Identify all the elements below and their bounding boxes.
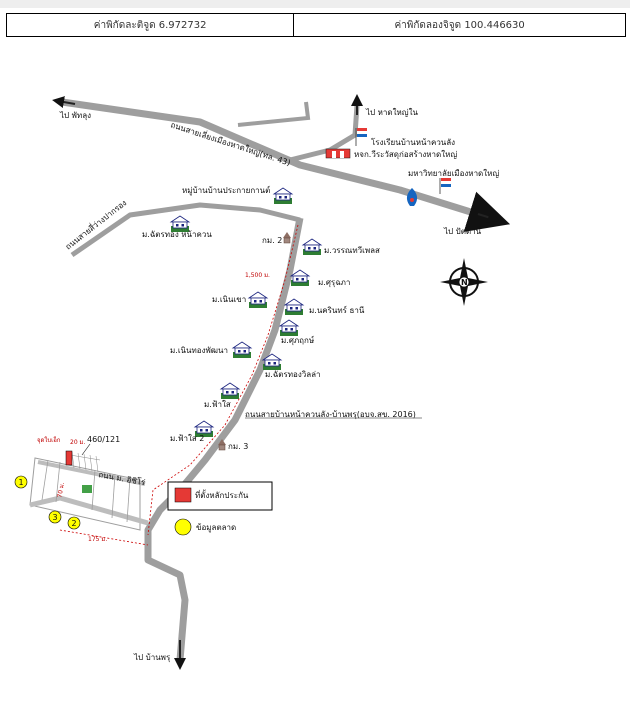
starting-point-label: จุดใบเอ็ก [37,435,61,444]
pattani-label: ไป ปัตตานี [443,227,482,236]
compass-north-label: N [461,278,468,287]
location-map: 1,500 ม. 20 ม. 70 ม. จุดใบเอ็ก 460/121 1… [14,94,511,670]
distance-line-1500 [147,224,299,536]
school2-label: หจก.วีระวัสดุก่อสร้างหาดใหญ่ [354,150,457,159]
main-bypass-road [61,98,511,232]
side-road-north [237,101,311,127]
university-flag-icon [439,178,451,194]
distance-20-label: 20 ม. [70,439,85,446]
top-bar [0,0,630,8]
school-label: โรงเรียนบ้านหน้าควนลัง [371,137,455,147]
km2-label: กม. 2 [262,236,282,245]
university-emblem-icon [406,188,418,206]
village-9-label: ม.ฟ้าใส [204,400,231,409]
soi-cross-4 [111,473,116,519]
village-9-icon [220,382,240,400]
village-center-icon [273,187,293,205]
soi-cross-3 [91,469,96,511]
plot-number-leader [81,443,91,456]
village-6-label: ม.ศุภฤกษ์ [281,335,314,345]
market-marker-2-label: 2 [72,519,77,528]
hatyai-nai-road [289,104,360,163]
village-8-label: ม.ฉัตรทองวิลล่า [265,370,321,379]
legend-collateral-label: ที่ตั้งหลักประกัน [195,489,249,500]
university-label: มหาวิทยาลัยเมืองหาดใหญ่ [408,169,499,178]
school-flag-icon [355,128,367,146]
village-4-label: ม.เนินเขา [212,295,246,304]
pattani-arrow [477,211,500,223]
village-2-icon [302,238,322,256]
village-7-label: ม.เนินทองพัฒนา [170,346,228,355]
market-marker-3-label: 3 [53,513,58,522]
plot-number-label: 460/121 [87,435,120,444]
market-marker-1-label: 1 [19,478,24,487]
legend-box [167,481,273,511]
village-2-label: ม.วรรณทวีเพลส [324,246,380,255]
village-1-label: ม.ฉัตรทอง หน้าควน [142,230,212,239]
soi-cross-2 [55,461,61,503]
ban-phru-label: ไป บ้านพรุ [133,653,171,662]
hatyai-nai-label: ไป หาดใหญ่ใน [365,108,419,117]
soi-road [29,495,149,526]
market-marker-2 [67,516,81,530]
market-marker-1 [14,475,28,489]
khlong-road [70,202,301,258]
distance-1500-label: 1,500 ม. [245,272,270,279]
latitude-cell: ค่าพิกัดละติจูด 6.972732 [5,13,295,37]
village-center-label: หมู่บ้านบ้านประกายกานต์ [182,185,270,196]
coordinate-table: ค่าพิกัดละติจูด 6.972732 ค่าพิกัดลองจิจู… [5,13,626,37]
village-6-icon [279,319,299,337]
school-building-icon [325,148,351,159]
plot-grid [69,451,101,473]
village-5-icon [284,298,304,316]
ban-rai-road-label: ถนนสายบ้านหน้าควนลัง-บ้านพรุ(อบจ.สข. 201… [245,410,416,419]
distance-70-label: 70 ม. [56,482,66,498]
km2-shrine-icon [282,231,292,244]
phatthalung-label: ไป พัทลุง [59,111,91,120]
village-10-label: ม.ฟ้าใส 2 [170,434,204,443]
village-5-label: ม.นครินทร์ ธานี [309,305,365,315]
market-marker-3 [48,510,62,524]
phatthalung-arrow [52,96,76,108]
distance-175-label: 175 ม. [88,536,107,543]
km3-label: กม. 3 [228,442,248,451]
village-7-icon [232,341,252,359]
compass-icon [440,258,488,306]
main-bypass-label: ถนนสายเลี่ยงเมืองหาดใหญ่(ทล. 43) [169,118,292,167]
legend-market-label: ข้อมูลตลาด [196,523,236,533]
village-3-icon [290,269,310,287]
village-3-label: ม.ศุรุฉภา [318,278,350,287]
village-4-icon [248,291,268,309]
distance-175-line [59,529,149,546]
legend-market-swatch [174,518,192,536]
longitude-cell: ค่าพิกัดลองจิจูด 100.446630 [293,13,626,37]
soi-cross-1 [41,459,49,501]
legend-collateral-swatch [174,487,192,503]
tree-patch [82,485,92,493]
collateral-plot [65,450,73,466]
soi-cross-5 [126,477,131,523]
soi-road-top [37,460,146,486]
